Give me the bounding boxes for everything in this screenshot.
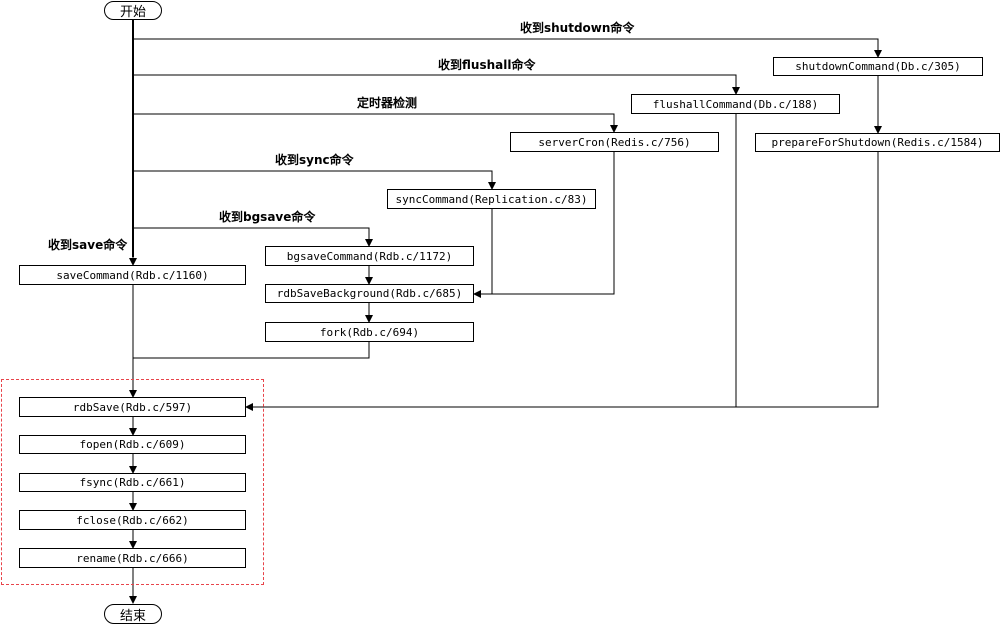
node-fsync: fsync(Rdb.c/661): [19, 473, 246, 492]
edge-label-sync: 收到sync命令: [275, 153, 354, 167]
node-rdb-save-background: rdbSaveBackground(Rdb.c/685): [265, 284, 474, 303]
edge-label-shutdown: 收到shutdown命令: [520, 21, 635, 35]
end-terminal: 结束: [104, 604, 162, 624]
node-fopen: fopen(Rdb.c/609): [19, 435, 246, 454]
node-bgsave-command: bgsaveCommand(Rdb.c/1172): [265, 246, 474, 266]
node-shutdown-command: shutdownCommand(Db.c/305): [773, 57, 983, 76]
node-sync-command: syncCommand(Replication.c/83): [387, 189, 596, 209]
start-terminal: 开始: [104, 1, 162, 20]
edge-bgsave: [133, 227, 373, 247]
node-fork: fork(Rdb.c/694): [265, 322, 474, 342]
edge-label-save: 收到save命令: [48, 238, 128, 252]
edge-flushall: [133, 74, 740, 95]
edge-label-timer: 定时器检测: [357, 96, 418, 110]
edge-label-flushall: 收到flushall命令: [438, 58, 536, 72]
edge-servercron-to-bgsave-bg: [473, 152, 615, 298]
edge-sync: [133, 170, 496, 190]
node-rename: rename(Rdb.c/666): [19, 548, 246, 568]
node-fclose: fclose(Rdb.c/662): [19, 510, 246, 530]
edge-fork-to-merge: [133, 342, 370, 359]
edge-label-bgsave: 收到bgsave命令: [219, 210, 316, 224]
edge-shutdown: [133, 38, 882, 58]
node-flushall-command: flushallCommand(Db.c/188): [631, 94, 840, 114]
edge-prepare-to-rdbsave: [245, 152, 879, 411]
node-rdb-save: rdbSave(Rdb.c/597): [19, 397, 246, 417]
node-server-cron: serverCron(Redis.c/756): [510, 132, 719, 152]
rdbsave-group-dashed-border: [1, 379, 264, 585]
node-prepare-for-shutdown: prepareForShutdown(Redis.c/1584): [755, 133, 1000, 152]
node-save-command: saveCommand(Rdb.c/1160): [19, 265, 246, 285]
edge-timer: [133, 113, 618, 133]
